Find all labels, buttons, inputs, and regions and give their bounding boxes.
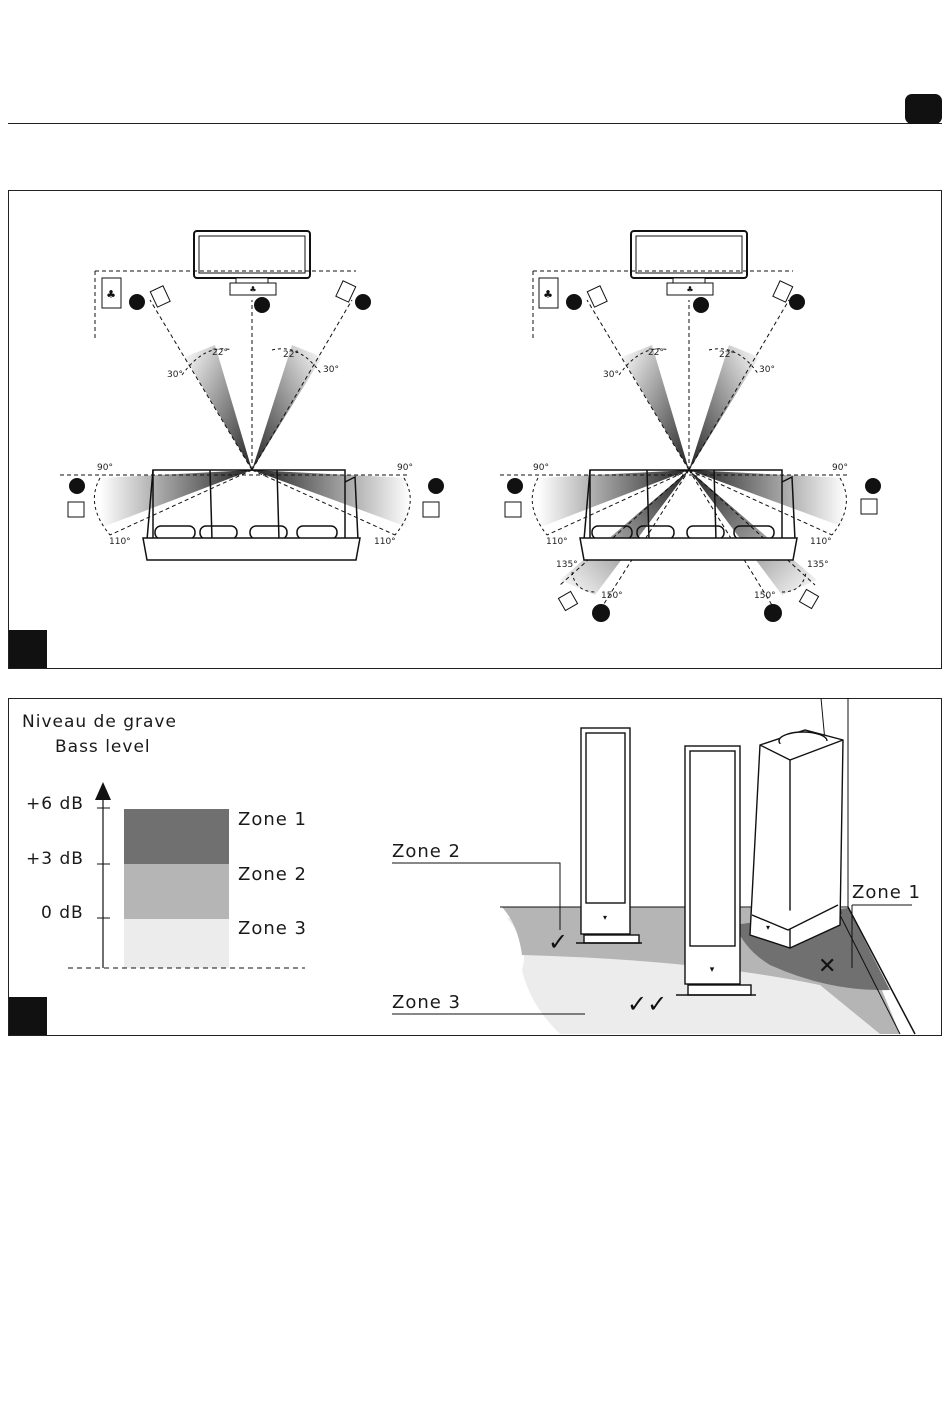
axis-arrow-icon [95,782,111,800]
level-label: 0 dB [41,903,84,923]
angle-label: 150° [601,591,623,601]
zone-label: Zone 2 [238,864,307,885]
angle-label: 110° [374,537,396,547]
rear-left-position-dot [592,604,610,622]
side-left-position-dot [507,478,523,494]
svg-text:♣: ♣ [543,288,553,301]
zone-3-band [124,919,229,968]
angle-label: 110° [810,537,832,547]
svg-text:▾: ▾ [603,913,607,922]
front-right-tilted-speaker-icon [336,281,356,302]
angle-label: 30° [603,370,619,380]
center-position-dot [693,297,709,313]
angle-label: 135° [556,560,578,570]
angle-label: 110° [546,537,568,547]
svg-text:▾: ▾ [710,965,715,975]
front-left-tilted-speaker-icon [587,286,607,307]
zone-label: Zone 1 [238,809,307,830]
angle-label: 30° [323,365,339,375]
angle-label: 150° [754,591,776,601]
svg-text:♣: ♣ [686,285,693,294]
figure-2-diagram: Niveau de grave Bass level +6 dB +3 dB 0… [0,690,950,1040]
angle-label: 90° [97,463,113,473]
bass-level-title-en: Bass level [55,737,151,757]
speaker-c-icon: ▾ [750,730,843,948]
rear-right-position-dot [764,604,782,622]
layout-7-1: ♣ 22° 30° 22° 30° ♣ 90° 110° 90° 110° [500,231,881,622]
room-zone-2-label: Zone 2 [392,841,461,862]
rear-left-speaker-icon [558,591,577,610]
front-right-position-dot [355,294,371,310]
level-label: +3 dB [26,849,84,869]
zone-label: Zone 3 [238,918,307,939]
angle-label: 30° [167,370,183,380]
angle-label: 22° [719,350,735,360]
angle-label: 90° [533,463,549,473]
front-left-position-dot [129,294,145,310]
front-right-position-dot [789,294,805,310]
room-zone-1-label: Zone 1 [852,882,921,903]
front-left-position-dot [566,294,582,310]
zone-2-band [124,864,229,919]
svg-text:▾: ▾ [766,923,770,932]
svg-text:♣: ♣ [106,288,116,301]
side-right-position-dot [865,478,881,494]
svg-text:♣: ♣ [249,285,256,294]
bass-level-title-fr: Niveau de grave [22,712,177,732]
figure-1-diagram: ♣ 22° 30° 22° 30° ♣ 90° 110° 90° 1 [0,0,950,680]
side-left-position-dot [69,478,85,494]
side-right-speaker-icon [423,502,439,517]
double-check-mark-icon: ✓✓ [627,990,667,1018]
angle-label: 22° [212,348,228,358]
room-zone-3-label: Zone 3 [392,992,461,1013]
side-right-speaker-icon [861,499,877,514]
side-left-speaker-icon [505,502,521,517]
angle-label: 22° [648,348,664,358]
angle-label: 90° [832,463,848,473]
level-label: +6 dB [26,794,84,814]
cross-mark-icon: ✕ [818,954,836,979]
angle-label: 90° [397,463,413,473]
layout-5-1: ♣ 22° 30° 22° 30° ♣ 90° 110° 90° 1 [60,231,444,560]
side-right-position-dot [428,478,444,494]
center-position-dot [254,297,270,313]
angle-label: 110° [109,537,131,547]
side-left-speaker-icon [68,502,84,517]
front-left-tilted-speaker-icon [150,286,170,307]
rear-right-speaker-icon [799,589,818,608]
check-mark-icon: ✓ [548,928,568,956]
angle-label: 135° [807,560,829,570]
zone-1-band [124,809,229,864]
angle-label: 30° [759,365,775,375]
angle-label: 22° [283,350,299,360]
